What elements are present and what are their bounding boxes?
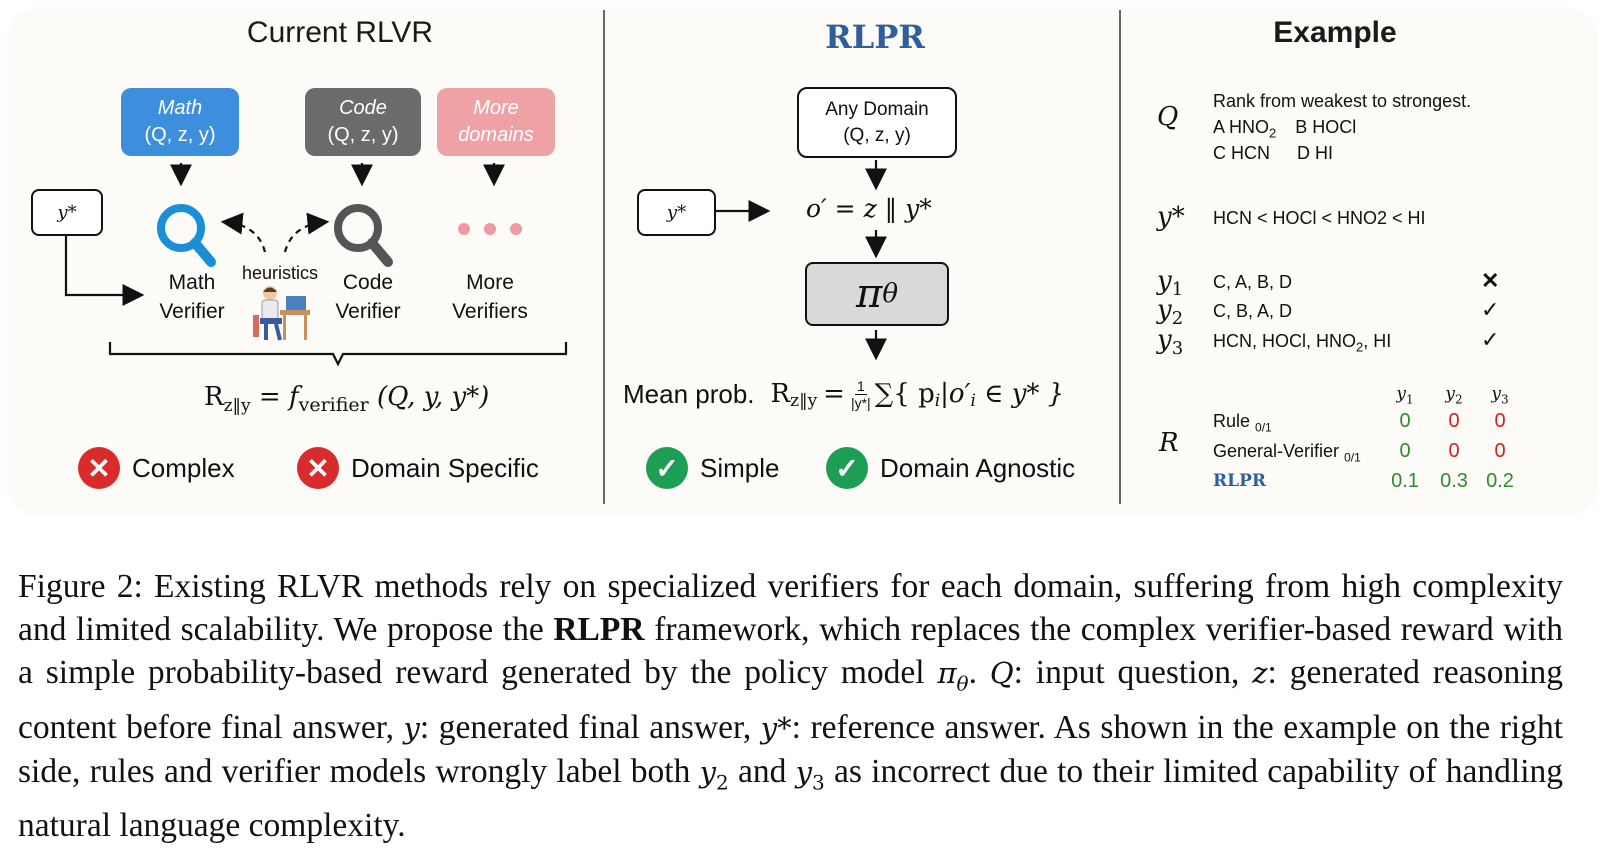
y3-label: y3 <box>1157 325 1184 360</box>
more-box-label: More <box>473 97 519 119</box>
math-verifier-line2: Verifier <box>159 300 225 323</box>
feature-domain-agnostic: ✓ Domain Agnostic <box>826 447 1075 489</box>
feature-complex: ✕ Complex <box>78 447 235 489</box>
ystar-box-mid: y* <box>637 189 716 236</box>
col-header-y2: y2 <box>1445 384 1463 407</box>
q-options-row2: C HCN D HI <box>1213 143 1334 163</box>
feature-simple: ✓ Simple <box>646 447 779 489</box>
feature-domain-specific-label: Domain Specific <box>351 452 539 483</box>
check-circle-icon: ✓ <box>646 447 688 489</box>
policy-subscript: θ <box>882 279 898 309</box>
code-verifier-line1: Code <box>342 271 394 294</box>
y1-label: y1 <box>1157 266 1184 301</box>
ystar-text: HCN < HOCl < HNO2 < HI <box>1213 208 1426 228</box>
feature-complex-label: Complex <box>132 452 235 483</box>
score-cell: 0.1 <box>1391 470 1419 492</box>
math-verifier-line1: Math <box>168 271 216 294</box>
any-domain-sub: (Q, z, y) <box>843 124 911 146</box>
math-box-label: Math <box>157 97 203 119</box>
feature-domain-specific: ✕ Domain Specific <box>297 447 539 489</box>
left-title: Current RLVR <box>246 16 434 49</box>
y2-text: C, B, A, D <box>1213 301 1293 321</box>
col-header-y1: y1 <box>1396 384 1414 407</box>
y1-cross-icon: ✕ <box>1481 268 1500 293</box>
brace <box>108 342 568 367</box>
more-verifiers-line1: More <box>466 271 514 294</box>
more-verifiers-label: More Verifiers <box>436 268 544 326</box>
q-label: Q <box>1157 102 1179 132</box>
y2-label: y2 <box>1157 295 1184 330</box>
score-cell: 0 <box>1399 410 1411 432</box>
more-dots-icon <box>458 223 522 235</box>
code-box-label: Code <box>339 97 387 119</box>
code-verifier-label: Code Verifier <box>316 268 420 326</box>
ystar-path <box>64 234 145 306</box>
y3-text: HCN, HOCl, HNO2, HI <box>1213 331 1392 355</box>
more-domain-box: More domains <box>437 88 555 156</box>
feature-domain-agnostic-label: Domain Agnostic <box>880 452 1076 483</box>
math-verifier-label: Math Verifier <box>140 268 244 326</box>
math-magnifier-icon <box>157 204 216 267</box>
figure-caption: Figure 2: Existing RLVR methods rely on … <box>18 568 1564 845</box>
x-circle-icon: ✕ <box>297 447 339 489</box>
rlpr-title: RLPR <box>825 18 925 56</box>
row-rule-label: Rule 0/1 <box>1213 411 1272 435</box>
y3-check-icon: ✓ <box>1481 327 1500 352</box>
more-box-sub: domains <box>458 124 534 146</box>
col-header-y3: y3 <box>1491 384 1509 407</box>
y1-text: C, A, B, D <box>1213 272 1293 292</box>
feature-simple-label: Simple <box>700 452 780 483</box>
score-cell: 0 <box>1448 440 1460 462</box>
person-desk-icon <box>253 286 310 341</box>
row-general-verifier-label: General-Verifier 0/1 <box>1213 441 1361 465</box>
code-magnifier-icon <box>334 204 393 267</box>
example-title: Example <box>1273 16 1397 49</box>
code-domain-box: Code (Q, z, y) <box>305 88 421 156</box>
policy-symbol: π <box>856 271 883 317</box>
concat-formula: o′ = z ‖ y* <box>806 194 932 223</box>
row-rlpr-label: RLPR <box>1213 471 1266 491</box>
ystar-box-left: y* <box>31 189 103 236</box>
caption-bold-rlpr: RLPR <box>553 611 645 648</box>
score-cell: 0 <box>1448 410 1460 432</box>
score-cell: 0.2 <box>1486 470 1514 492</box>
score-cell: 0 <box>1494 410 1506 432</box>
q-options-row1: A HNO2 B HOCl <box>1213 117 1357 141</box>
more-verifiers-line2: Verifiers <box>452 300 528 323</box>
arrows-layer <box>64 160 887 367</box>
math-domain-box: Math (Q, z, y) <box>121 88 239 156</box>
q-text: Rank from weakest to strongest. <box>1213 91 1472 111</box>
left-reward-formula: Rz‖y = fverifier (Q, y, y*) <box>204 382 490 417</box>
ystar-label-right: y* <box>1157 202 1185 232</box>
heuristics-arrow-left <box>220 212 267 253</box>
divider-right <box>1119 10 1121 504</box>
code-box-sub: (Q, z, y) <box>327 124 399 146</box>
check-circle-icon: ✓ <box>826 447 868 489</box>
r-label: R <box>1159 428 1179 458</box>
x-circle-icon: ✕ <box>78 447 120 489</box>
score-cell: 0.3 <box>1440 470 1468 492</box>
y2-check-icon: ✓ <box>1481 297 1500 322</box>
score-cell: 0 <box>1399 440 1411 462</box>
heuristics-label: heuristics <box>241 263 319 283</box>
math-box-sub: (Q, z, y) <box>144 124 216 146</box>
score-cell: 0 <box>1494 440 1506 462</box>
divider-left <box>603 10 605 504</box>
heuristics-arrow-right <box>283 212 330 253</box>
code-verifier-line2: Verifier <box>335 300 401 323</box>
mean-prob-label: Mean prob. <box>623 378 755 409</box>
any-domain-label: Any Domain <box>825 98 929 120</box>
any-domain-box: Any Domain (Q, z, y) <box>797 87 957 158</box>
